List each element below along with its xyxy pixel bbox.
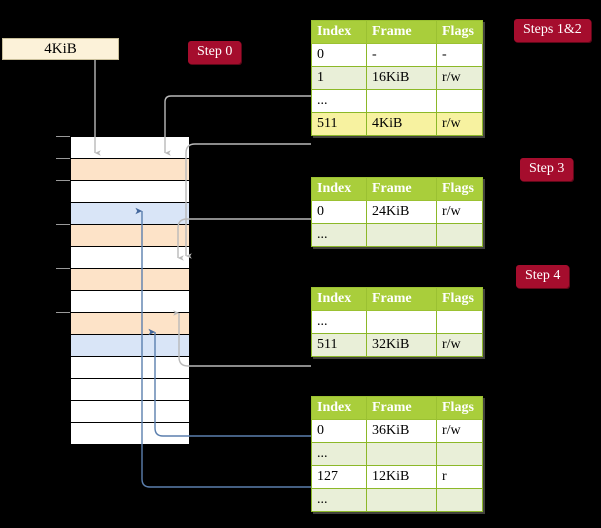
memory-tick [56, 136, 72, 137]
column-header-frame: Frame [366, 177, 437, 201]
cell-frame: 4KiB [366, 112, 437, 136]
cell-flags: r/w [436, 333, 483, 357]
wire-steps12-511 [185, 143, 311, 259]
memory-frame-4 [71, 225, 189, 247]
column-header-flags: Flags [436, 396, 483, 420]
table-row[interactable]: ... [311, 89, 483, 113]
badge-step-3: Step 3 [520, 158, 574, 181]
wire-step3 [177, 218, 311, 261]
column-header-index: Index [311, 287, 367, 311]
cell-index: ... [311, 442, 367, 466]
source-block-4kib: 4KiB [2, 38, 119, 60]
memory-frame-13 [71, 423, 189, 445]
column-header-frame: Frame [366, 287, 437, 311]
cell-flags [436, 310, 483, 334]
column-header-flags: Flags [436, 287, 483, 311]
cell-frame [366, 488, 437, 512]
cell-frame [366, 89, 437, 113]
cell-flags [436, 89, 483, 113]
memory-tick [56, 180, 72, 181]
memory-tick [56, 224, 72, 225]
cell-index: 0 [311, 43, 367, 67]
cell-flags: r/w [436, 66, 483, 90]
memory-tick [56, 158, 72, 159]
cell-frame: 16KiB [366, 66, 437, 90]
memory-frame-7 [71, 291, 189, 313]
column-header-frame: Frame [366, 20, 437, 44]
table-row[interactable]: ... [311, 488, 483, 512]
memory-frame-12 [71, 401, 189, 423]
column-header-flags: Flags [436, 177, 483, 201]
cell-flags: r/w [436, 200, 483, 224]
column-header-index: Index [311, 396, 367, 420]
badge-step-0: Step 0 [188, 41, 242, 64]
memory-tick [56, 268, 72, 269]
cell-flags: r/w [436, 419, 483, 443]
memory-frame-2 [71, 181, 189, 203]
column-header-flags: Flags [436, 20, 483, 44]
badge-step-4: Step 4 [516, 265, 570, 288]
memory-frame-10 [71, 357, 189, 379]
cell-flags [436, 223, 483, 247]
cell-index: 1 [311, 66, 367, 90]
cell-frame: 32KiB [366, 333, 437, 357]
cell-frame [366, 442, 437, 466]
table-row[interactable]: ... [311, 442, 483, 466]
physical-memory-column [70, 136, 190, 445]
column-header-frame: Frame [366, 396, 437, 420]
cell-frame [366, 310, 437, 334]
cell-index: ... [311, 310, 367, 334]
cell-flags [436, 442, 483, 466]
cell-flags: - [436, 43, 483, 67]
cell-frame [366, 223, 437, 247]
cell-index: 0 [311, 200, 367, 224]
wire-step4 [173, 310, 311, 367]
cell-index: 0 [311, 419, 367, 443]
cell-frame: 12KiB [366, 465, 437, 489]
column-header-index: Index [311, 177, 367, 201]
memory-frame-0 [71, 137, 189, 159]
memory-frame-5 [71, 247, 189, 269]
cell-flags: r [436, 465, 483, 489]
cell-frame: 24KiB [366, 200, 437, 224]
cell-index: 511 [311, 333, 367, 357]
memory-frame-11 [71, 379, 189, 401]
cell-index: 511 [311, 112, 367, 136]
cell-flags [436, 488, 483, 512]
badge-steps-1-2: Steps 1&2 [514, 19, 591, 42]
table-row[interactable]: 0-- [311, 43, 483, 67]
memory-frame-8 [71, 313, 189, 335]
cell-frame: 36KiB [366, 419, 437, 443]
cell-index: ... [311, 89, 367, 113]
cell-index: 127 [311, 465, 367, 489]
cell-frame: - [366, 43, 437, 67]
memory-frame-1 [71, 159, 189, 181]
table-row[interactable]: ... [311, 310, 483, 334]
memory-frame-3 [71, 203, 189, 225]
table-row[interactable]: ... [311, 223, 483, 247]
memory-tick [56, 312, 72, 313]
cell-index: ... [311, 223, 367, 247]
cell-index: ... [311, 488, 367, 512]
column-header-index: Index [311, 20, 367, 44]
memory-frame-6 [71, 269, 189, 291]
memory-frame-9 [71, 335, 189, 357]
cell-flags: r/w [436, 112, 483, 136]
